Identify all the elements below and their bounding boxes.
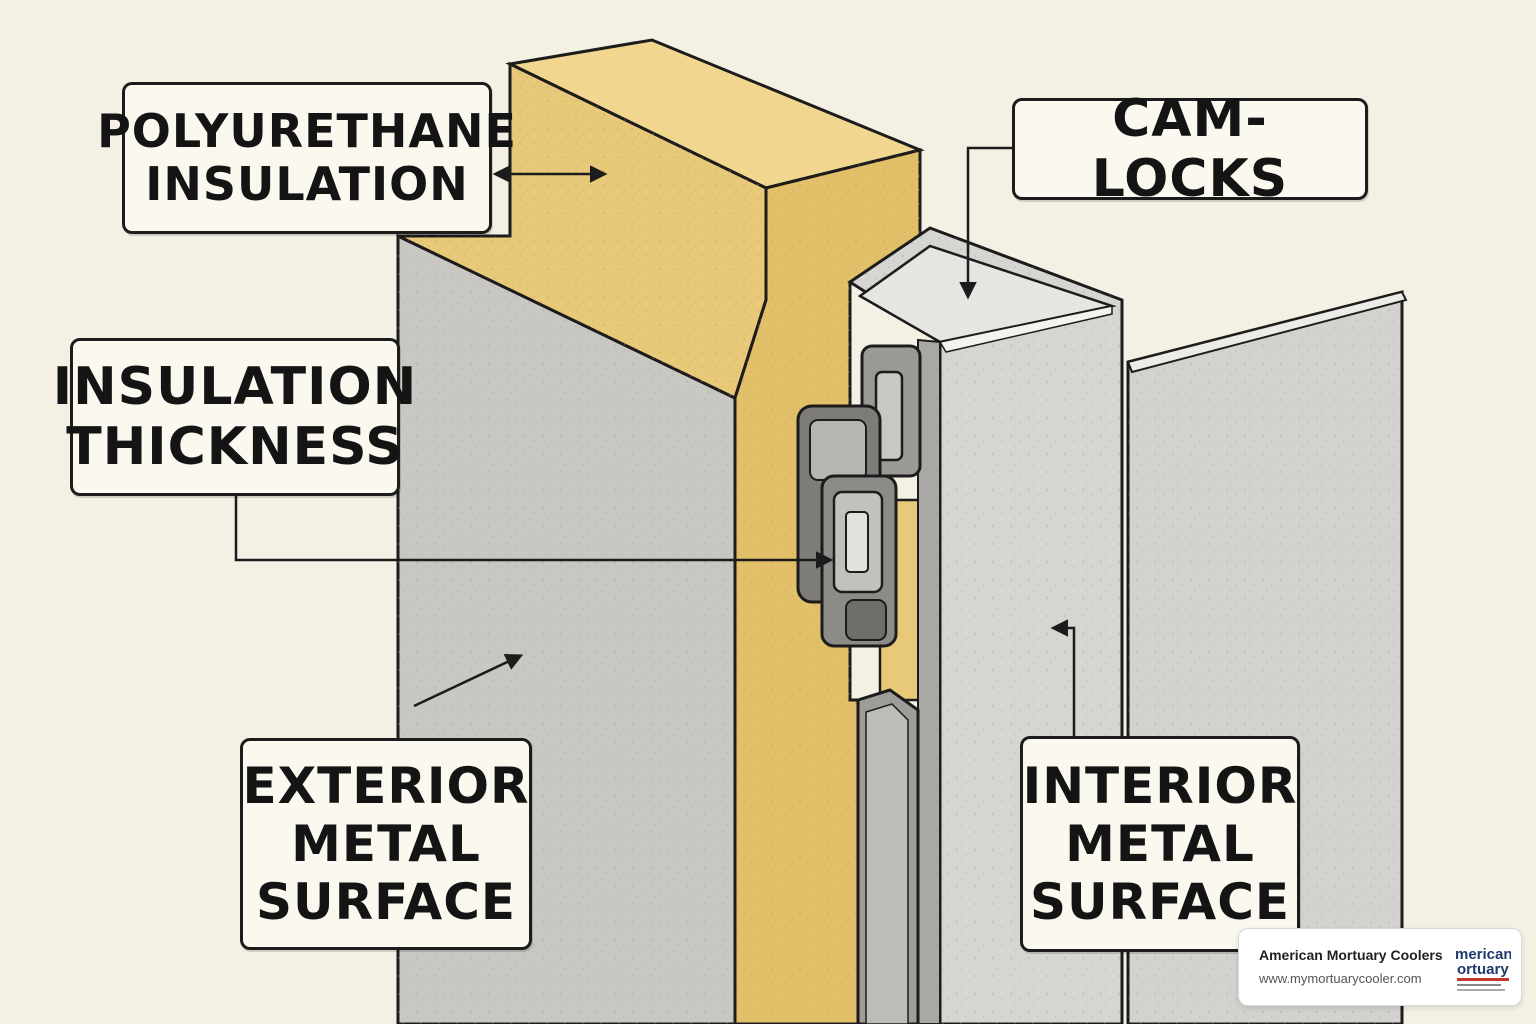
callout-connectors	[234, 146, 1076, 736]
insulation-thickness-callout: INSULATION THICKNESS	[53, 338, 416, 496]
cam-locks-callout: CAM-LOCKS	[1012, 89, 1368, 209]
exterior-surface-arrow	[413, 654, 524, 708]
cam-lock-hardware	[796, 344, 922, 648]
company-logo-icon: merican ortuary	[1453, 941, 1511, 995]
cam-locks-arrow	[959, 146, 1012, 300]
insulation-thickness-arrow	[234, 496, 834, 569]
insulation-thickness-label: INSULATION THICKNESS	[52, 356, 418, 477]
interior-metal-surface-callout: INTERIOR METAL SURFACE	[1020, 736, 1300, 952]
svg-text:merican: merican	[1455, 946, 1511, 963]
interior-surface-arrow	[1050, 619, 1076, 736]
polyurethane-insulation-label: POLYURETHANE INSULATION	[97, 103, 517, 211]
watermark-url[interactable]: www.mymortuarycooler.com	[1259, 971, 1422, 986]
interior-metal-surface-label: INTERIOR METAL SURFACE	[1022, 757, 1298, 931]
source-watermark[interactable]: American Mortuary Coolers www.mymortuary…	[1238, 928, 1522, 1006]
exterior-metal-surface-callout: EXTERIOR METAL SURFACE	[240, 738, 532, 950]
cam-locks-label: CAM-LOCKS	[1091, 88, 1289, 209]
polyurethane-insulation-callout: POLYURETHANE INSULATION	[97, 82, 516, 234]
svg-text:ortuary: ortuary	[1457, 961, 1509, 978]
exterior-metal-surface-label: EXTERIOR METAL SURFACE	[242, 757, 530, 931]
watermark-company-name: American Mortuary Coolers	[1259, 947, 1443, 963]
